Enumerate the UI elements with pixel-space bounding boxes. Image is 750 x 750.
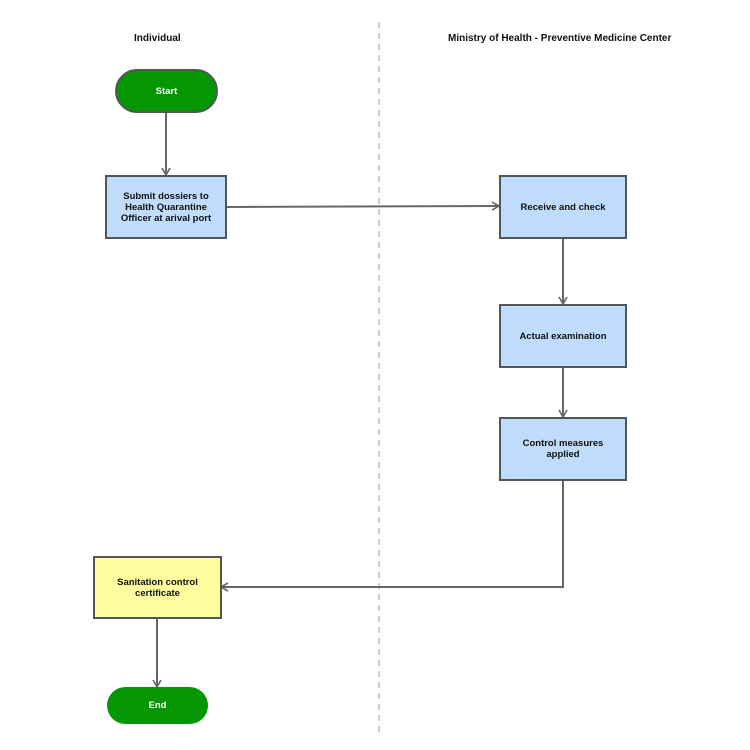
connector-control-to-certificate [219, 480, 564, 592]
receive-and-check-node[interactable]: Receive and check [499, 175, 627, 239]
end-node[interactable]: End [107, 687, 208, 724]
actual-examination-node[interactable]: Actual examination [499, 304, 627, 368]
connector-submit-to-receive [226, 201, 501, 211]
submit-dossiers-node[interactable]: Submit dossiers to Health Quarantine Off… [105, 175, 227, 239]
control-measures-node[interactable]: Control measures applied [499, 417, 627, 481]
start-node[interactable]: Start [115, 69, 218, 113]
lane-title-individual: Individual [134, 33, 181, 44]
lane-title-ministry: Ministry of Health - Preventive Medicine… [448, 33, 672, 44]
sanitation-certificate-node[interactable]: Sanitation control certificate [93, 556, 222, 619]
